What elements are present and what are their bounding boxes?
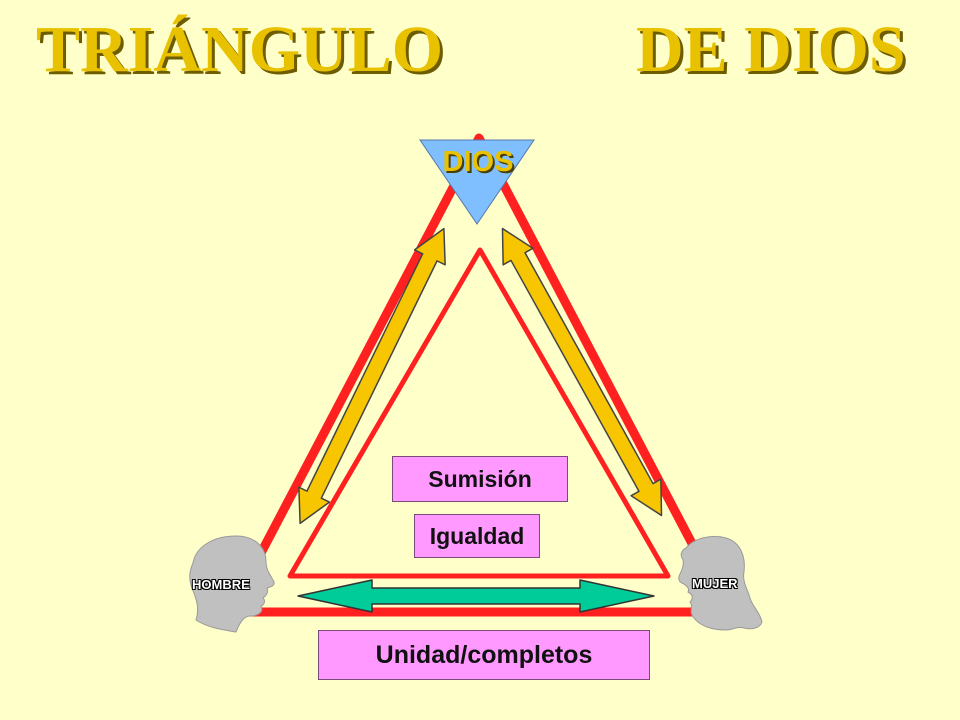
double-arrow-icon-right [501,227,663,517]
title-triangulo: TRIÁNGULO [36,13,444,86]
outer-triangle [225,133,733,617]
igualdad-box: Igualdad [414,514,540,558]
title-de-dios: DE DIOS [636,13,906,86]
woman-head-silhouette-icon [678,535,763,631]
unidad-box: Unidad/completos [318,630,650,680]
inner-triangle [287,247,671,579]
hombre-label: HOMBRE [192,577,250,592]
double-arrow-icon-bottom [297,579,655,613]
dios-node-triangle [419,139,535,225]
dios-label: DIOS [442,146,514,178]
sumision-box: Sumisión [392,456,568,502]
mujer-label: MUJER [692,576,738,591]
double-arrow-icon-left [298,227,446,525]
man-head-silhouette-icon [189,535,275,633]
